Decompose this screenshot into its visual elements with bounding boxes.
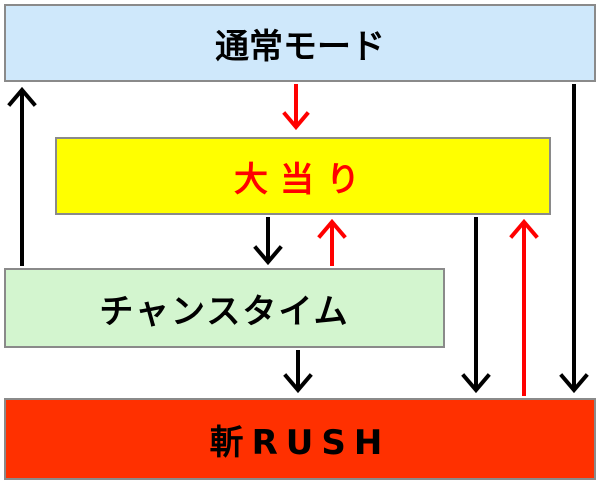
rush-label: 斬RUSH <box>209 422 391 463</box>
chance-time-label: チャンスタイム <box>99 291 350 332</box>
normal-mode-label: 通常モード <box>215 26 385 67</box>
normal-mode-box: 通常モード <box>4 4 596 82</box>
arrow-chance-to-rush <box>283 350 313 394</box>
rush-box: 斬RUSH <box>4 398 596 480</box>
arrow-chance-to-jackpot <box>317 218 347 266</box>
jackpot-label: 大当り <box>234 159 372 200</box>
jackpot-box: 大当り <box>55 137 551 215</box>
arrow-normal-to-rush <box>559 84 589 394</box>
arrow-jackpot-to-chance <box>253 217 283 266</box>
arrow-normal-to-jackpot <box>282 84 310 131</box>
arrow-chance-to-normal <box>7 86 37 266</box>
chance-time-box: チャンスタイム <box>4 268 445 348</box>
arrow-rush-to-jackpot <box>509 218 539 396</box>
arrow-jackpot-to-rush <box>461 217 491 394</box>
